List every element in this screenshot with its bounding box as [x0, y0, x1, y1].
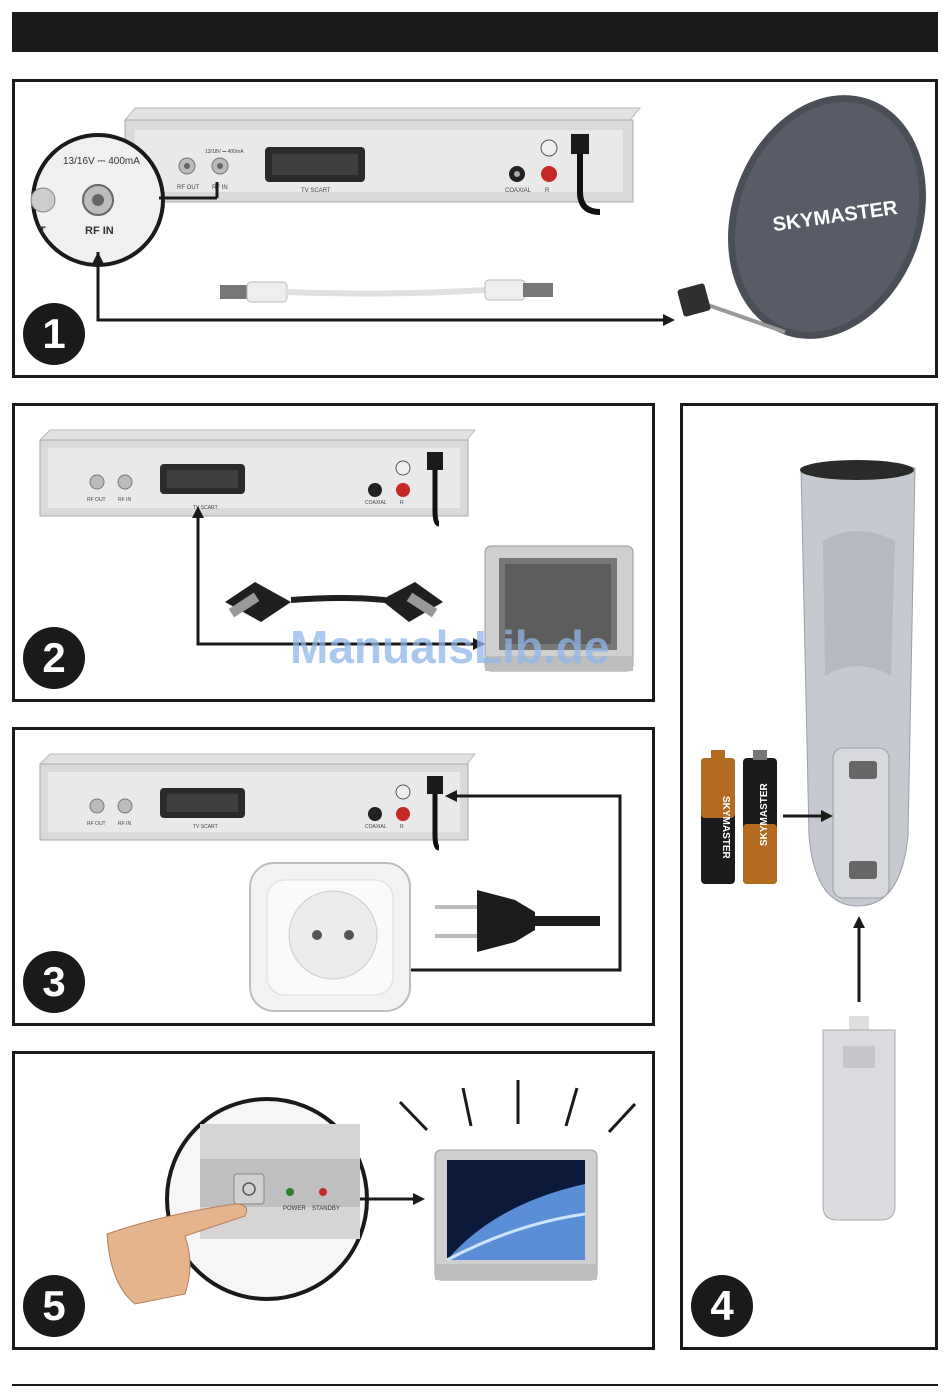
step-3-illustration: RF OUT RF IN TV SCART COAXIAL R — [15, 730, 652, 1023]
front-panel-zoom: POWER STANDBY — [167, 1099, 367, 1299]
step-number-5: 5 — [23, 1275, 85, 1337]
step-4-illustration: SKYMASTER SKYMASTER — [683, 406, 935, 1347]
receiver-rear: RF OUT RF IN 13/18V ⎓ 400mA TV SCART COA… — [125, 108, 640, 212]
footer-line — [12, 1384, 938, 1386]
coaxial-label: COAXIAL — [365, 500, 387, 506]
satellite-dish: SKYMASTER — [677, 82, 935, 367]
header-bar — [12, 12, 938, 52]
coaxial-label: COAXIAL — [365, 824, 387, 830]
tv-scart-label: TV SCART — [301, 188, 331, 194]
rf-in-label: RF IN — [212, 185, 228, 191]
standby-led-label: STANDBY — [312, 1206, 340, 1212]
r-label: R — [545, 188, 550, 194]
step-number-2: 2 — [23, 627, 85, 689]
battery-cover — [823, 1016, 895, 1220]
zoom-rf-in-label: RF IN — [85, 225, 114, 237]
rf-out-label: RF OUT — [87, 821, 106, 827]
r-label: R — [400, 824, 404, 830]
watermark: ManualsLib.de — [290, 620, 609, 674]
coaxial-label: COAXIAL — [505, 188, 532, 194]
power-plug — [435, 890, 600, 952]
step-5-illustration: POWER STANDBY — [15, 1054, 652, 1347]
power-led-label: POWER — [283, 1206, 306, 1212]
television-on — [435, 1150, 597, 1280]
scart-cable — [225, 582, 443, 622]
r-label: R — [400, 500, 404, 506]
lnb-power-label: 13/18V ⎓ 400mA — [205, 149, 244, 155]
remote-control-back — [800, 460, 915, 906]
rf-out-label: RF OUT — [87, 497, 106, 503]
step-number-1: 1 — [23, 303, 85, 365]
step-4-panel: SKYMASTER SKYMASTER 4 — [680, 403, 938, 1350]
tv-scart-label: TV SCART — [193, 824, 218, 830]
battery-brand-1: SKYMASTER — [720, 796, 731, 860]
step-number-3: 3 — [23, 951, 85, 1013]
zoom-partial-label: T — [39, 225, 46, 237]
rf-out-label: RF OUT — [177, 185, 200, 191]
coax-cable — [220, 280, 553, 302]
step-5-panel: POWER STANDBY 5 — [12, 1051, 655, 1350]
receiver-rear: RF OUT RF IN TV SCART COAXIAL R — [40, 754, 475, 848]
step-1-panel: RF OUT RF IN 13/18V ⎓ 400mA TV SCART COA… — [12, 79, 938, 378]
rf-in-label: RF IN — [118, 821, 131, 827]
wall-socket — [250, 863, 410, 1011]
rf-in-label: RF IN — [118, 497, 131, 503]
step-number-4: 4 — [691, 1275, 753, 1337]
shine-lines — [400, 1080, 635, 1132]
batteries: SKYMASTER SKYMASTER — [701, 750, 777, 884]
zoom-voltage-label: 13/16V ⎓ 400mA — [63, 156, 140, 167]
battery-brand-2: SKYMASTER — [759, 782, 770, 846]
step-3-panel: RF OUT RF IN TV SCART COAXIAL R — [12, 727, 655, 1026]
receiver-rear: RF OUT RF IN TV SCART COAXIAL R — [40, 430, 475, 524]
step-1-illustration: RF OUT RF IN 13/18V ⎓ 400mA TV SCART COA… — [15, 82, 935, 375]
